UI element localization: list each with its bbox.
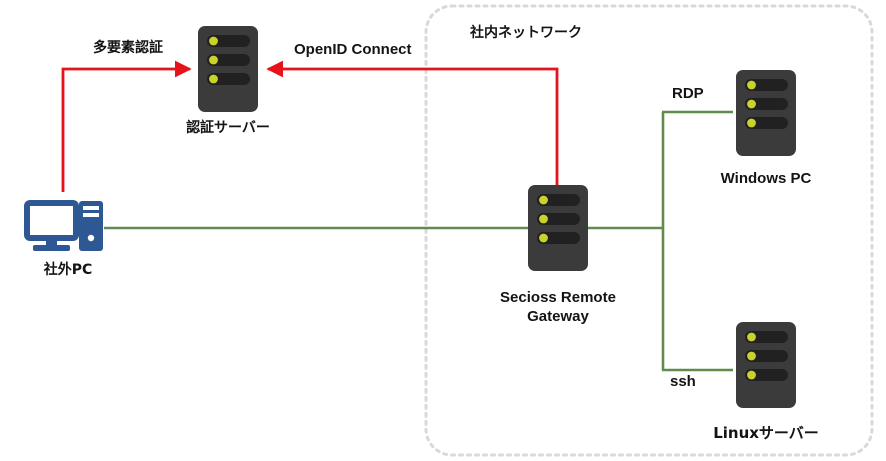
edge-label-rdp: RDP bbox=[672, 85, 704, 102]
edge-label-mfa: 多要素認証 bbox=[93, 40, 163, 56]
edge-openid-connect bbox=[266, 60, 559, 185]
edge-label-ssh: ssh bbox=[670, 373, 696, 390]
desktop-pc-icon bbox=[24, 200, 103, 251]
node-label-auth-server: 認証サーバー bbox=[186, 120, 270, 136]
edge-mfa bbox=[61, 60, 192, 192]
node-label-linux-server: Linuxサーバー bbox=[713, 424, 819, 442]
edge-label-openid-connect: OpenID Connect bbox=[294, 41, 412, 58]
internal-network-zone-label: 社内ネットワーク bbox=[470, 25, 582, 41]
internal-network-zone-border bbox=[424, 4, 874, 457]
server-icon-secioss-remote-gateway bbox=[528, 185, 588, 271]
server-icon-linux-server bbox=[736, 322, 796, 408]
node-label-external-pc: 社外PC bbox=[43, 262, 93, 278]
server-icon-auth-server bbox=[198, 26, 258, 112]
node-label-windows-pc: Windows PC bbox=[720, 170, 812, 187]
node-label-secioss-remote-gateway: Secioss Remote Gateway bbox=[500, 289, 616, 325]
server-icon-windows-pc bbox=[736, 70, 796, 156]
